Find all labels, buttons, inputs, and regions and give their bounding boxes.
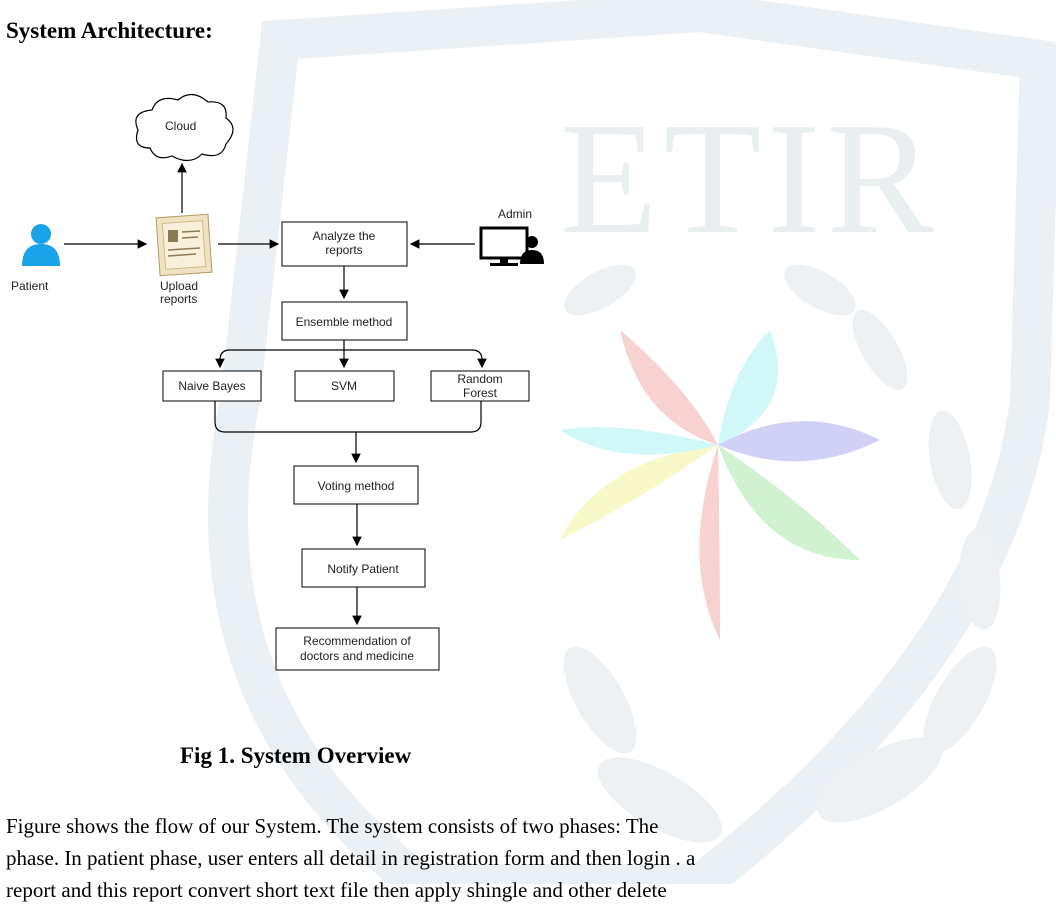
edge-ensemble-naive-bayes — [215, 349, 344, 369]
analyze-label-line1: Analyze the — [313, 229, 376, 243]
voting-box — [293, 465, 419, 505]
watermark-text: ETIR — [560, 89, 939, 267]
upload-label-line1: Upload — [160, 279, 198, 293]
voting-label: Voting method — [318, 479, 395, 493]
upload-node: Upload reports — [155, 213, 213, 306]
naive-bayes-box — [162, 370, 262, 402]
document-icon — [155, 213, 213, 277]
svm-label: SVM — [331, 379, 357, 393]
section-heading: System Architecture: — [6, 18, 213, 43]
admin-node: Admin — [479, 207, 544, 266]
watermark-flower — [560, 330, 880, 640]
recommendation-label-line2: doctors and medicine — [300, 649, 414, 663]
cloud-node: Cloud — [135, 93, 234, 162]
paragraph-line: Figure shows the flow of our System. The… — [6, 814, 659, 838]
architecture-diagram: Cloud Patient Upload reports Admin — [11, 93, 544, 671]
random-forest-box — [430, 370, 530, 402]
recommendation-label-line1: Recommendation of — [303, 634, 411, 648]
edge-ensemble-random-forest — [344, 349, 487, 369]
upload-label-line2: reports — [160, 292, 197, 306]
cloud-icon — [135, 93, 234, 162]
analyze-label-line2: reports — [325, 243, 362, 257]
paragraph-line: phase. In patient phase, user enters all… — [6, 846, 696, 870]
watermark-laurel — [563, 264, 1001, 843]
person-icon — [22, 224, 60, 266]
random-forest-label-line2: Forest — [463, 386, 498, 400]
admin-label: Admin — [498, 207, 532, 221]
body-paragraph: Figure shows the flow of our System. The… — [6, 810, 1056, 906]
patient-label: Patient — [11, 279, 49, 293]
notify-label: Notify Patient — [327, 562, 399, 576]
recommendation-box — [275, 627, 440, 671]
ensemble-box — [281, 301, 408, 341]
monitor-user-icon — [479, 226, 544, 266]
figure-caption: Fig 1. System Overview — [180, 743, 412, 768]
cloud-label: Cloud — [165, 119, 196, 133]
notify-box — [301, 548, 426, 588]
naive-bayes-label: Naive Bayes — [178, 379, 245, 393]
svm-box — [294, 370, 395, 402]
patient-node: Patient — [11, 224, 60, 293]
random-forest-label-line1: Random — [457, 372, 502, 386]
ensemble-label: Ensemble method — [296, 315, 393, 329]
paragraph-line: report and this report convert short tex… — [6, 878, 667, 902]
edge-merge-classifiers — [214, 401, 482, 433]
